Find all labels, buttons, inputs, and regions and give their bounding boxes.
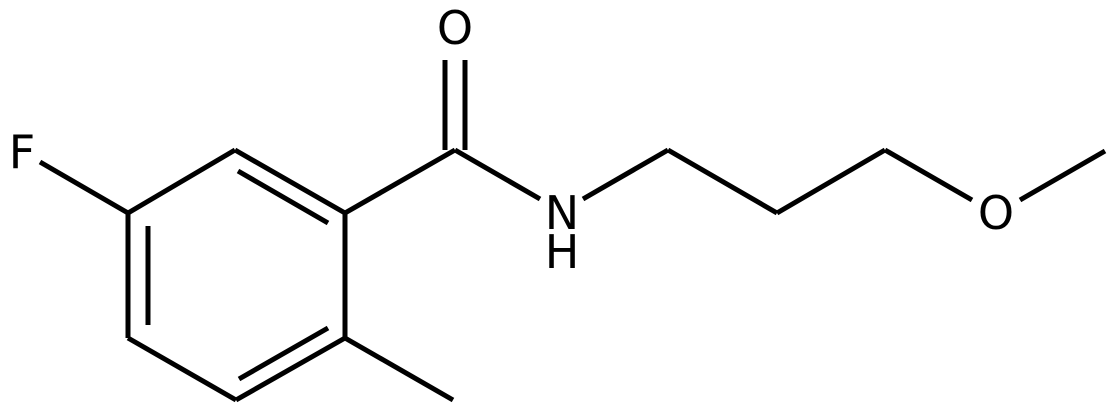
atom-label-fluorine: F [9, 125, 35, 179]
ring-bond-c5-c6 [234, 335, 347, 403]
bond-ring-carbonyl [343, 147, 457, 216]
benzene-ring [125, 147, 348, 403]
ring-bond-c1-c2 [233, 147, 347, 216]
bond-chain-1 [666, 147, 779, 216]
atom-label-amide-hydrogen: H [545, 225, 580, 279]
ring-bond-c4-c5 [126, 335, 238, 403]
atom-label-ether-oxygen: O [978, 186, 1014, 240]
ring-bond-c5-c6-inner [237, 325, 330, 382]
atom-label-nitrogen: N [545, 186, 579, 240]
ring-bond-c2-c3 [126, 147, 237, 216]
bond-ring-methyl [343, 335, 455, 403]
atom-label-carbonyl-oxygen: O [437, 1, 473, 55]
bond-carbonyl-nitrogen [453, 147, 542, 202]
bond-chain-ether-oxygen [883, 147, 974, 203]
ring-bond-c1-c2-inner [236, 168, 330, 226]
bond-ether-methyl [1018, 148, 1107, 203]
bond-chain-2 [775, 147, 887, 216]
bond-nitrogen-ch2 [581, 147, 670, 202]
bond-ring-fluorine [38, 159, 130, 216]
